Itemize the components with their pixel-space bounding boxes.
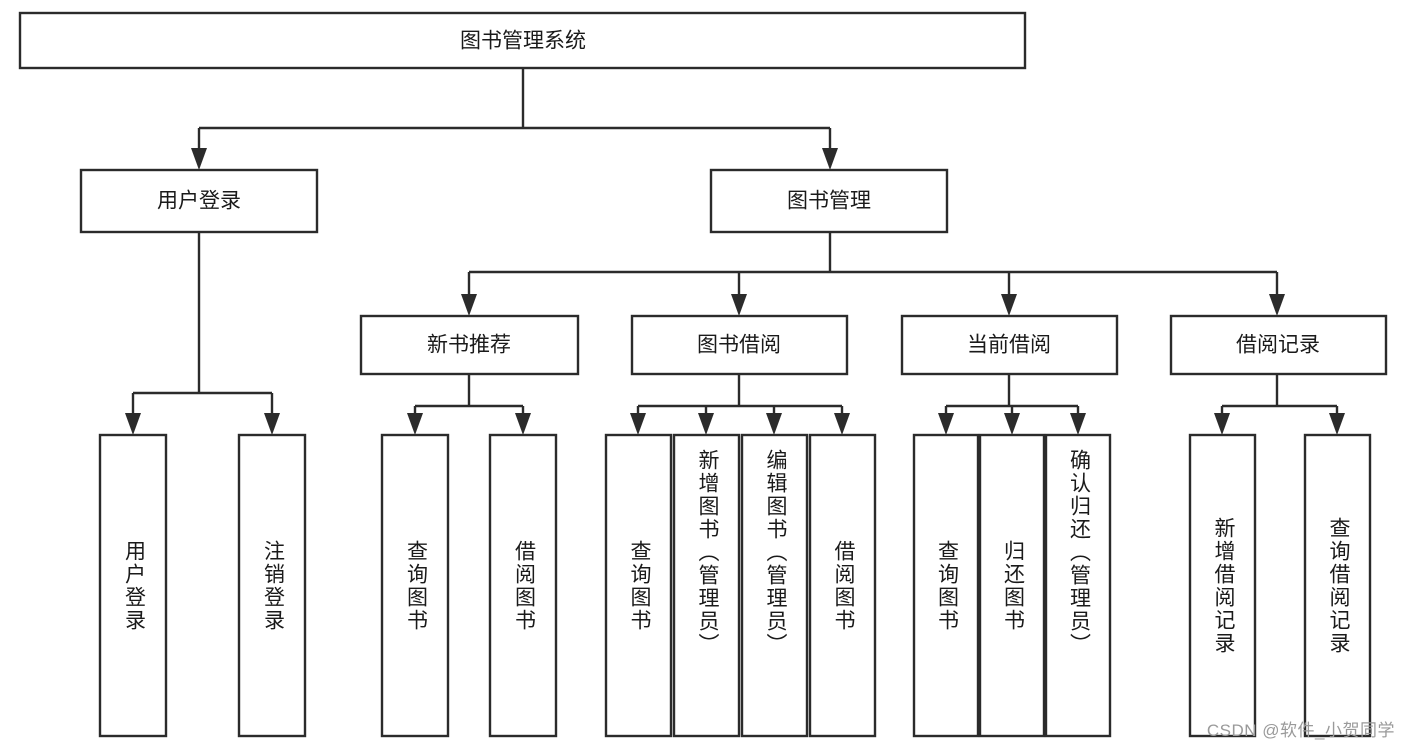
node-new-book-recommend-box[interactable] xyxy=(359,314,580,376)
node-borrow-record-box[interactable] xyxy=(1169,314,1388,376)
node-user-login-box[interactable] xyxy=(79,168,319,234)
node-leaf-edit-book-box[interactable] xyxy=(740,433,809,738)
arrow-to-leaf-borrow-book-1 xyxy=(515,413,531,435)
node-new-book-recommend-label: 新书推荐 xyxy=(427,334,511,357)
arrow-to-current-borrow xyxy=(1001,294,1017,316)
node-leaf-add-book-box[interactable] xyxy=(672,433,741,738)
node-leaf-user-login-box[interactable] xyxy=(98,433,168,738)
arrow-to-leaf-query-book-1 xyxy=(407,413,423,435)
node-leaf-logout-login-box[interactable] xyxy=(237,433,307,738)
node-leaf-query-book-3-box[interactable] xyxy=(912,433,980,738)
arrow-to-user-login xyxy=(191,148,207,170)
arrow-to-leaf-add-book xyxy=(698,413,714,435)
arrow-to-borrow-record xyxy=(1269,294,1285,316)
node-book-manage-label: 图书管理 xyxy=(787,190,871,213)
node-book-borrow-label: 图书借阅 xyxy=(697,334,781,357)
node-book-manage-box[interactable] xyxy=(709,168,949,234)
node-leaf-query-record-box[interactable] xyxy=(1303,433,1372,738)
node-root-label: 图书管理系统 xyxy=(460,30,586,53)
arrow-to-leaf-confirm-return xyxy=(1070,413,1086,435)
arrow-to-leaf-edit-book xyxy=(766,413,782,435)
arrow-to-new-book-recommend xyxy=(461,294,477,316)
arrow-to-leaf-borrow-book-2 xyxy=(834,413,850,435)
node-leaf-borrow-book-2-box[interactable] xyxy=(808,433,877,738)
node-layer: 图书管理系统 用户登录 图书管理 新书推荐 图书借阅 当前借阅 借阅记录 xyxy=(18,11,1388,738)
node-root-box[interactable] xyxy=(18,11,1027,70)
arrow-to-leaf-return-book xyxy=(1004,413,1020,435)
arrow-to-book-borrow xyxy=(731,294,747,316)
csdn-watermark: CSDN @软件_小贺同学 xyxy=(1206,721,1395,740)
node-leaf-add-record-box[interactable] xyxy=(1188,433,1257,738)
node-leaf-borrow-book-1-box[interactable] xyxy=(488,433,558,738)
arrow-to-book-manage xyxy=(822,148,838,170)
node-leaf-return-book-box[interactable] xyxy=(978,433,1046,738)
node-leaf-query-book-1-box[interactable] xyxy=(380,433,450,738)
arrow-to-leaf-query-book-3 xyxy=(938,413,954,435)
node-current-borrow-label: 当前借阅 xyxy=(967,334,1051,357)
arrow-to-leaf-user-login xyxy=(125,413,141,435)
arrow-to-leaf-logout-login xyxy=(264,413,280,435)
node-borrow-record-label: 借阅记录 xyxy=(1236,334,1320,357)
node-current-borrow-box[interactable] xyxy=(900,314,1119,376)
arrow-to-leaf-query-record xyxy=(1329,413,1345,435)
node-leaf-confirm-return-box[interactable] xyxy=(1044,433,1112,738)
arrow-to-leaf-add-record xyxy=(1214,413,1230,435)
connector-layer xyxy=(125,68,1345,435)
node-book-borrow-box[interactable] xyxy=(630,314,849,376)
node-leaf-query-book-2-box[interactable] xyxy=(604,433,673,738)
arrow-to-leaf-query-book-2 xyxy=(630,413,646,435)
node-user-login-label: 用户登录 xyxy=(157,190,241,213)
